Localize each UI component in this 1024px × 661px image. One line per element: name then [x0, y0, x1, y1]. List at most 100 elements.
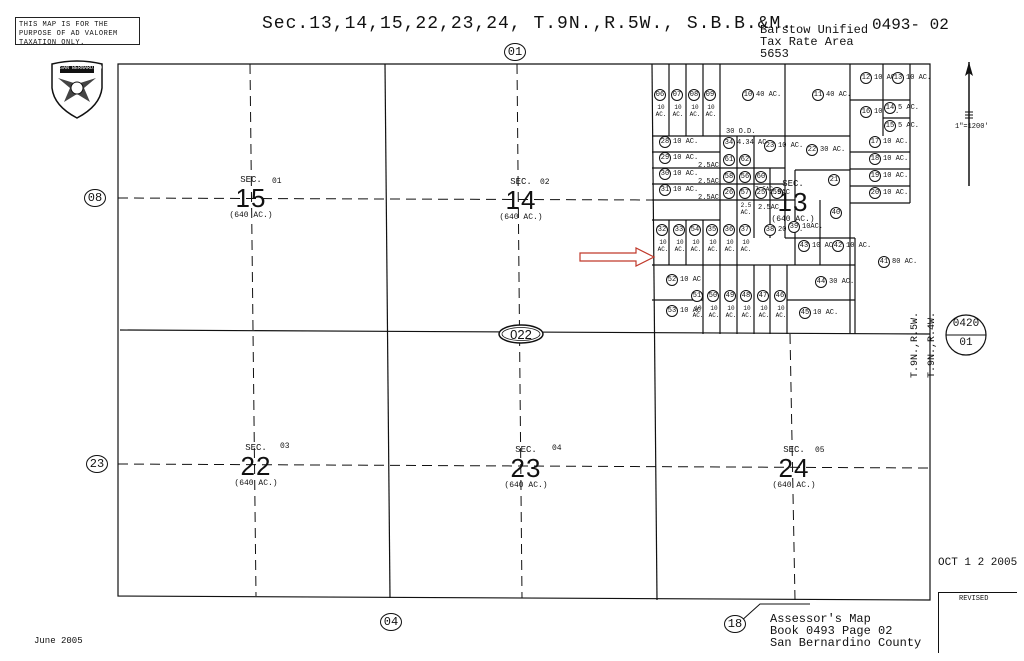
- parcel-number: 58: [723, 171, 735, 183]
- parcel-number: 56: [739, 171, 751, 183]
- section-word: SEC.: [510, 177, 532, 187]
- block-circle-left-top: 08: [84, 189, 106, 207]
- section-word: SEC.: [240, 175, 262, 185]
- parcel-acreage: 10 AC.: [705, 104, 717, 118]
- parcel-number: 34: [723, 137, 735, 149]
- parcel-number: 32: [656, 224, 668, 236]
- section-acres: (640 AC.): [772, 481, 816, 490]
- parcel-number: 43: [798, 240, 810, 252]
- parcel-number: 40: [830, 207, 842, 219]
- section-24-parcel: 05: [815, 446, 825, 455]
- parcel-acreage: 10 AC.: [883, 189, 909, 197]
- parcel-number: 52: [666, 274, 678, 286]
- seal-lettering: SAN BERNARDINO: [60, 65, 103, 71]
- acreage-label: 2.5AC: [758, 204, 780, 212]
- scale-label: 1"=1200': [955, 123, 989, 131]
- parcel-acreage: 2.5AC: [769, 189, 791, 197]
- section-acres: (640 AC.): [771, 215, 815, 224]
- parcel-acreage: 10 AC.: [708, 305, 720, 319]
- assessor-map-caption: Assessor's Map Book 0493 Page 02 San Ber…: [770, 613, 921, 649]
- tra-line1: Barstow Unified: [760, 23, 869, 37]
- parcel-number: 25: [755, 187, 767, 199]
- acreage-label: 2.5AC: [698, 194, 720, 202]
- parcel-number: 29: [659, 152, 671, 164]
- map-date: June 2005: [34, 636, 83, 646]
- parcel-number: 26: [723, 187, 735, 199]
- parcel-number: 22: [806, 144, 818, 156]
- parcel-acreage: 10 AC.: [724, 239, 736, 253]
- red-pointer-arrow: [579, 247, 656, 267]
- section-word: SEC.: [245, 443, 267, 453]
- section-22-label: SEC. 22 (640 AC.): [233, 443, 279, 489]
- parcel-acreage: 10 AC.: [680, 276, 706, 284]
- parcel-number: 31: [659, 184, 671, 196]
- section-number: 15: [235, 183, 267, 213]
- stamp-date: OCT 1 2 2005: [938, 557, 1018, 569]
- parcel-number: 21: [828, 174, 840, 186]
- parcel-number: 45: [799, 307, 811, 319]
- parcel-number: 35: [706, 224, 718, 236]
- parcel-number: 14: [884, 102, 896, 114]
- parcel-acreage: 10 AC.: [883, 138, 909, 146]
- parcel-number: 57: [739, 187, 751, 199]
- parcel-acreage: 80 AC.: [892, 258, 918, 266]
- parcel-acreage: 10 AC.: [725, 305, 737, 319]
- parcel-acreage: 10AC.: [802, 223, 824, 231]
- parcel-number: 07: [671, 89, 683, 101]
- parcel-acreage: 10 AC.: [874, 74, 900, 82]
- parcel-number: 46: [774, 290, 786, 302]
- parcel-acreage: 10 AC.: [778, 142, 804, 150]
- parcel-acreage: 10 AC.: [692, 305, 704, 319]
- parcel-number: 42: [832, 240, 844, 252]
- parcel-number: 30: [659, 168, 671, 180]
- section-word: SEC.: [783, 445, 805, 455]
- block-circle-bottom-right: 18: [724, 615, 746, 633]
- section-number: 24: [778, 453, 810, 483]
- adjacent-map-bottom: 01: [959, 337, 973, 349]
- parcel-number: 53: [666, 305, 678, 317]
- parcel-acreage: 10 AC.: [812, 242, 838, 250]
- section-acres: (640 AC.): [229, 211, 273, 220]
- tax-rate-area: Barstow Unified Tax Rate Area 5653: [760, 24, 868, 60]
- section-23-parcel: 04: [552, 444, 562, 453]
- parcel-number: 28: [659, 136, 671, 148]
- section-15-parcel: 01: [272, 177, 282, 186]
- parcel-number: 13: [892, 72, 904, 84]
- parcel-acreage: 5 AC.: [898, 104, 920, 112]
- parcel-acreage: 10 AC.: [674, 239, 686, 253]
- parcel-number: 18: [869, 153, 881, 165]
- parcel-number: 60: [755, 171, 767, 183]
- parcel-acreage: 10 AC.: [775, 305, 787, 319]
- parcel-number: 16: [860, 106, 872, 118]
- parcel-number: 39: [788, 221, 800, 233]
- parcel-number: 19: [869, 170, 881, 182]
- parcel-acreage: 10 AC.: [846, 242, 872, 250]
- map-title: Sec.13,14,15,22,23,24, T.9N.,R.5W., S.B.…: [262, 14, 794, 34]
- assessor-line2: Book 0493 Page 02: [770, 624, 893, 638]
- section-14-parcel: 02: [540, 178, 550, 187]
- section-number: 22: [240, 451, 272, 481]
- parcel-number: 44: [815, 276, 827, 288]
- parcel-acreage: 10 AC.: [657, 239, 669, 253]
- parcel-acreage: 10 AC.: [673, 186, 699, 194]
- section-acres: (640 AC.): [504, 481, 548, 490]
- parcel-number: 09: [704, 89, 716, 101]
- road-label: 022: [510, 327, 532, 342]
- parcel-number: 54: [689, 224, 701, 236]
- parcel-acreage: 10 AC.: [673, 154, 699, 162]
- section-number: 23: [510, 453, 542, 483]
- parcel-number: 38: [764, 224, 776, 236]
- parcel-number: 06: [654, 89, 666, 101]
- section-15-label: SEC. 15 (640 AC.): [228, 175, 274, 221]
- parcel-acreage: 10 AC.: [758, 305, 770, 319]
- section-number: 14: [505, 185, 537, 215]
- parcel-acreage: 4.34 AC.: [737, 139, 771, 147]
- parcel-number: 36: [723, 224, 735, 236]
- adjacent-map-top: 0420: [952, 318, 980, 330]
- parcel-number: 12: [860, 72, 872, 84]
- county-seal-icon: [51, 60, 103, 119]
- parcel-number: 41: [878, 256, 890, 268]
- parcel-number: 08: [688, 89, 700, 101]
- parcel-number: 62: [739, 154, 751, 166]
